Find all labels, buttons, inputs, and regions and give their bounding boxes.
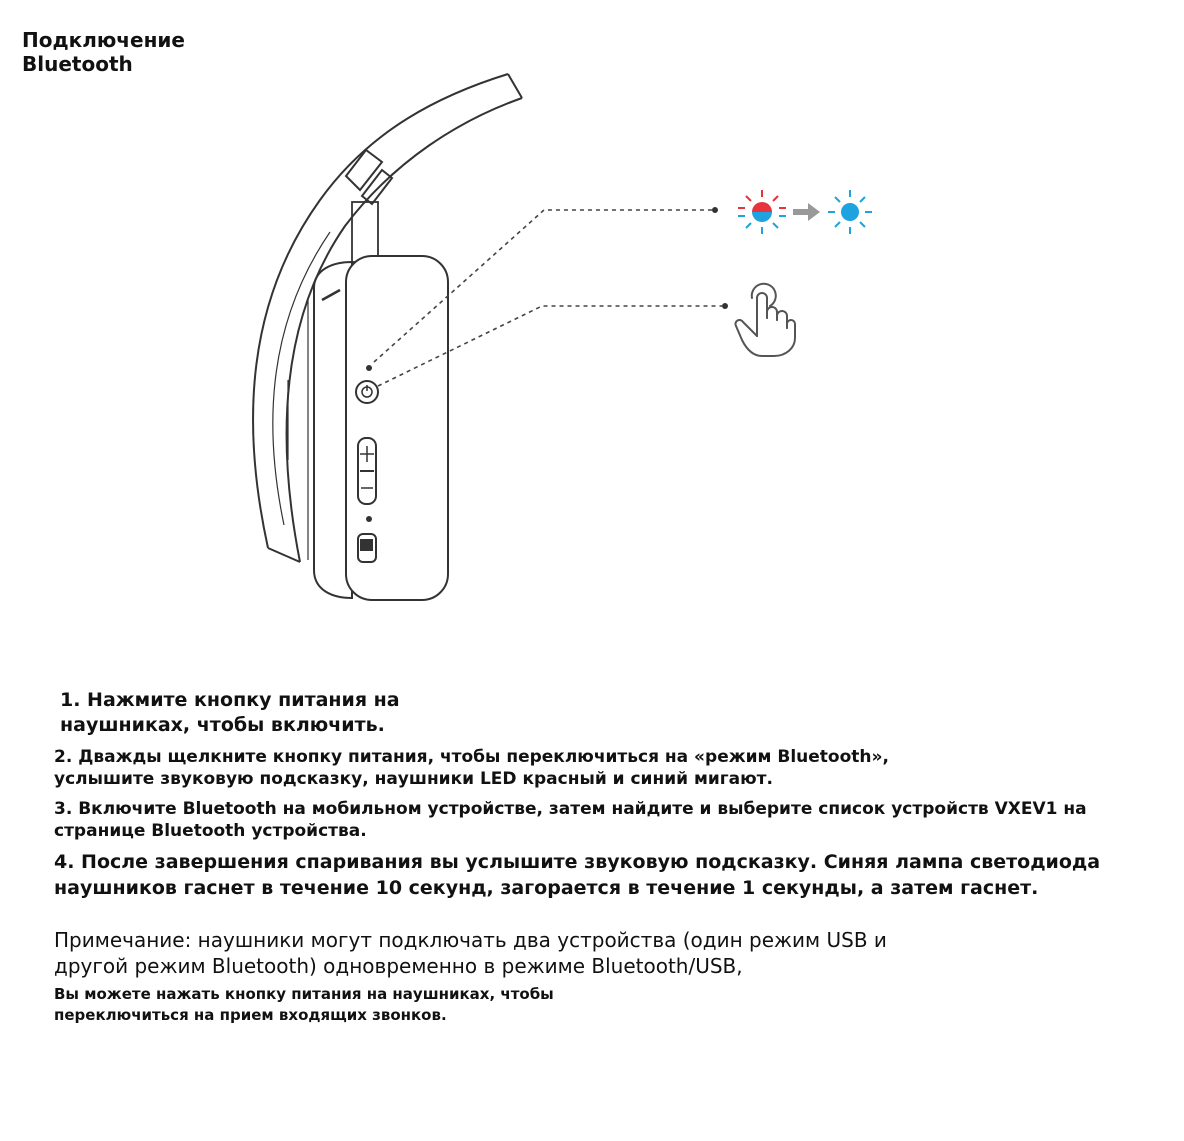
note-line: переключиться на прием входящих звонков.: [54, 1005, 1164, 1026]
step-line: 2. Дважды щелкните кнопку питания, чтобы…: [54, 746, 1164, 768]
led-red-blue-icon: [738, 190, 786, 234]
step-2: 2. Дважды щелкните кнопку питания, чтобы…: [54, 746, 1164, 790]
instructions: 1. Нажмите кнопку питания на наушниках, …: [54, 688, 1164, 1026]
leader-end-dot: [712, 207, 718, 213]
step-4: 4. После завершения спаривания вы услыши…: [54, 849, 1164, 901]
finger-press-icon: [735, 284, 795, 356]
note-line: другой режим Bluetooth) одновременно в р…: [54, 953, 1164, 979]
note-line: Примечание: наушники могут подключать дв…: [54, 927, 1164, 953]
step-line: услышите звуковую подсказку, наушники LE…: [54, 768, 1164, 790]
leader-end-dot: [722, 303, 728, 309]
note: Примечание: наушники могут подключать дв…: [54, 927, 1164, 979]
step-line: наушников гаснет в течение 10 секунд, за…: [54, 875, 1164, 901]
step-1: 1. Нажмите кнопку питания на наушниках, …: [54, 688, 1164, 738]
step-line: 3. Включите Bluetooth на мобильном устро…: [54, 798, 1164, 820]
mic-dot: [366, 516, 372, 522]
step-line: 1. Нажмите кнопку питания на: [60, 688, 1164, 713]
step-line: наушниках, чтобы включить.: [60, 713, 1164, 738]
led-blue-icon: [828, 190, 872, 234]
step-3: 3. Включите Bluetooth на мобильном устро…: [54, 798, 1164, 842]
note-secondary: Вы можете нажать кнопку питания на наушн…: [54, 984, 1164, 1026]
step-line: 4. После завершения спаривания вы услыши…: [54, 849, 1164, 875]
led-indicator: [366, 365, 372, 371]
arrow-right-icon: [793, 203, 820, 221]
step-line: странице Bluetooth устройства.: [54, 820, 1164, 842]
headphone-diagram: [0, 0, 1184, 640]
note-line: Вы можете нажать кнопку питания на наушн…: [54, 984, 1164, 1005]
